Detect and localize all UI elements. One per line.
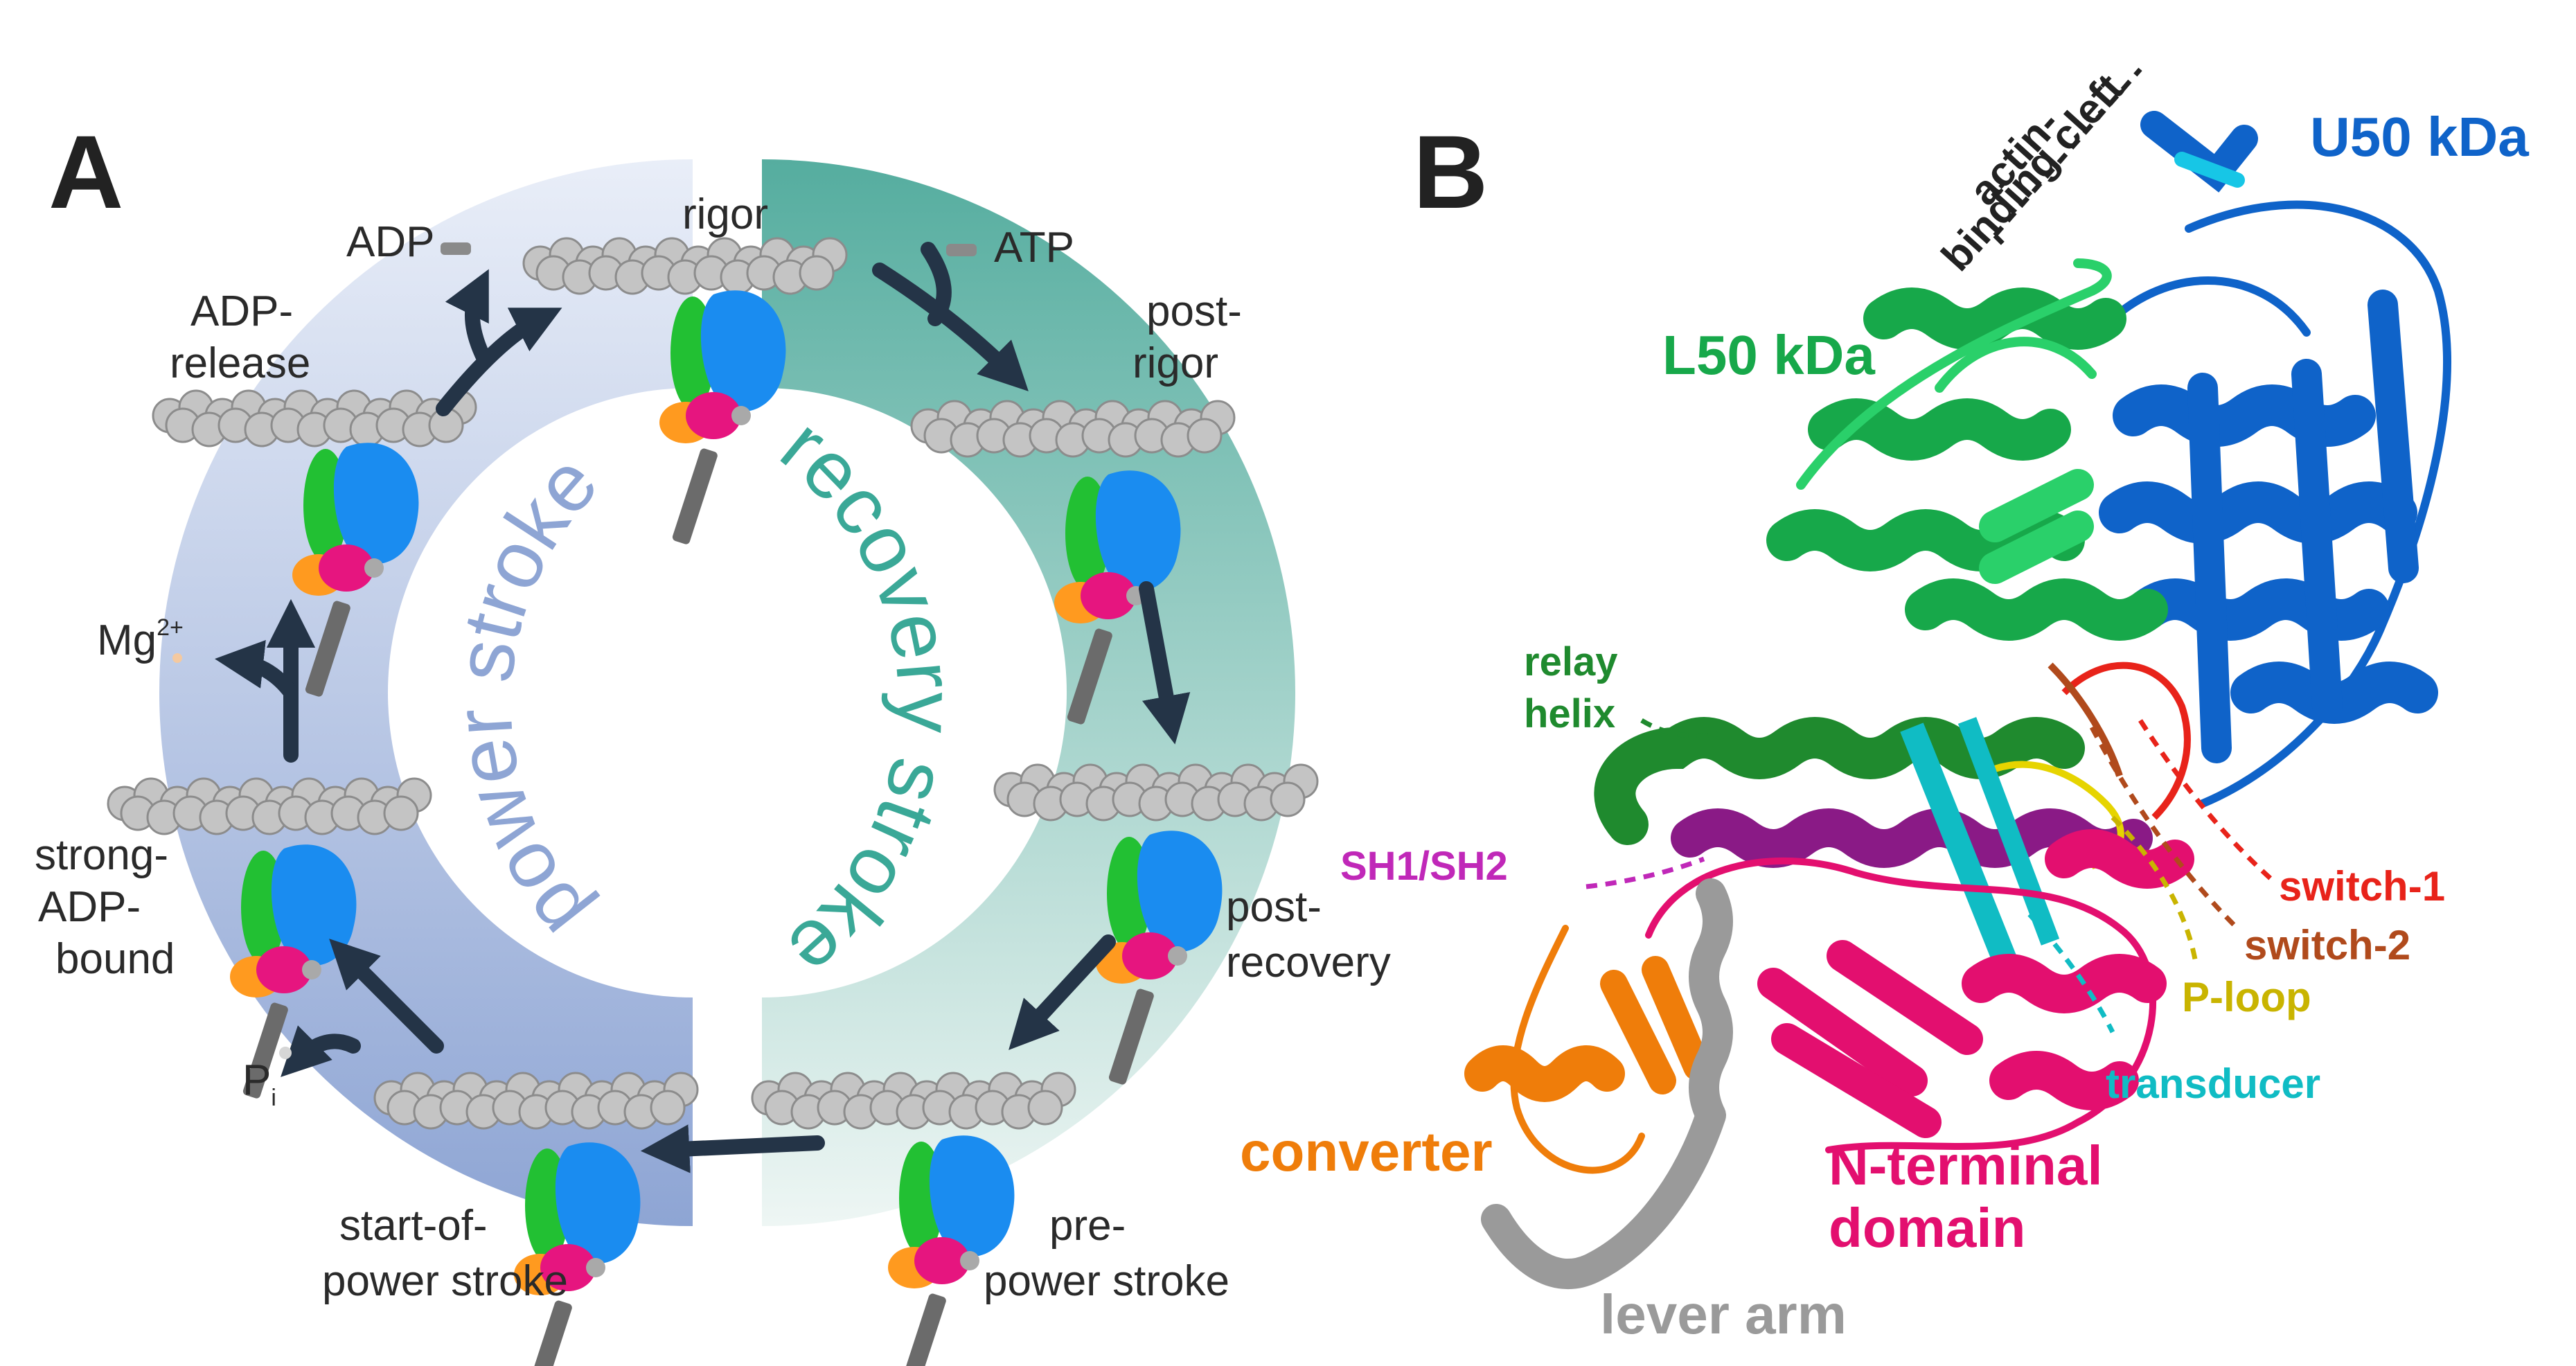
mg-label: Mg2+	[97, 614, 184, 664]
sh1sh2-leader	[1585, 856, 1705, 889]
myosin-head-pre-power-stroke	[888, 1135, 1015, 1366]
state-post-rigor-line1: post-	[1146, 287, 1242, 335]
arrow-adp-release-to-rigor	[436, 308, 562, 416]
lever-arm-structure	[1481, 878, 1733, 1290]
ploop-label: P-loop	[2182, 974, 2311, 1020]
transducer-strands	[1900, 722, 2020, 975]
switch1-leader	[2138, 719, 2274, 882]
switch2-loop	[2048, 662, 2123, 777]
transducer-label: transducer	[2106, 1061, 2320, 1107]
recovery-stroke-label: recovery stroke	[765, 400, 972, 996]
adp-label: ADP	[346, 218, 434, 266]
state-start-power-line2: power stroke	[322, 1257, 568, 1305]
relay-leader	[1640, 718, 1718, 738]
state-strong-adp-line1: strong-	[35, 831, 168, 879]
sh1-sh2-helix	[1671, 808, 2153, 868]
n-terminal-label-line2: domain	[1829, 1197, 2025, 1259]
cycle-arrows	[215, 242, 1191, 1173]
arrow-post-recovery-to-pre-power	[1009, 934, 1116, 1050]
power-stroke-label: power stroke	[438, 438, 616, 956]
n-terminal-domain-structure	[1645, 829, 2194, 1153]
actin-filament	[107, 777, 432, 835]
atp-label: ATP	[994, 224, 1074, 272]
state-adp-release-line1: ADP-	[190, 287, 293, 335]
panel-a-letter: A	[48, 114, 123, 230]
lever-arm-label: lever arm	[1600, 1284, 1847, 1345]
transducer-leader	[2027, 912, 2115, 1034]
actin-filament	[993, 763, 1319, 822]
state-rigor: rigor	[682, 190, 768, 238]
state-strong-adp-line3: bound	[55, 935, 175, 983]
state-adp-release-line2: release	[170, 339, 310, 387]
myosin-head-start-of-power-stroke	[514, 1142, 641, 1366]
mg-marker	[172, 653, 182, 663]
state-post-rigor-line2: rigor	[1132, 339, 1218, 387]
pi-marker	[279, 1047, 292, 1059]
relay-label-line2: helix	[1524, 691, 1615, 736]
actin-filament	[152, 389, 477, 447]
pi-branch-arrow	[281, 1025, 361, 1077]
atp-branch	[921, 242, 952, 326]
actin-filament	[751, 1072, 1076, 1130]
panel-a: A power stroke recovery stroke	[35, 114, 1391, 1366]
relay-label-line1: relay	[1524, 639, 1617, 684]
actin-filament	[522, 237, 848, 295]
switch1-label: switch-1	[2279, 863, 2445, 910]
arrow-rigor-to-post-rigor	[872, 263, 1029, 391]
converter-structure	[1464, 925, 1711, 1174]
n-terminal-label-line1: N-terminal	[1829, 1135, 2103, 1196]
switch2-label: switch-2	[2244, 922, 2410, 968]
state-post-recovery-line2: recovery	[1226, 939, 1391, 986]
u50-domain-structure	[2095, 111, 2451, 808]
mg-branch-arrow	[215, 639, 299, 700]
ploop-leader	[2111, 815, 2199, 964]
actin-cleft-leader	[1993, 67, 2142, 248]
switch1-loop	[2061, 662, 2191, 820]
state-post-recovery-line1: post-	[1226, 883, 1322, 931]
l50-label: L50 kDa	[1662, 324, 1875, 386]
arrow-post-rigor-to-post-recovery	[1139, 581, 1191, 745]
adp-branch-arrow	[445, 269, 492, 368]
adp-marker	[441, 242, 471, 255]
state-pre-power-line2: power stroke	[984, 1257, 1229, 1305]
converter-label: converter	[1240, 1121, 1493, 1182]
panel-b-letter: B	[1413, 114, 1488, 230]
atp-marker	[946, 244, 977, 256]
pi-label: Pi	[242, 1056, 276, 1111]
myosin-head-rigor	[659, 290, 786, 546]
state-pre-power-line1: pre-	[1049, 1202, 1126, 1250]
state-strong-adp-line2: ADP-	[38, 883, 141, 931]
actin-filament	[910, 400, 1236, 458]
switch2-leader	[2089, 726, 2239, 930]
actin-cleft-label-line2: binding cleft	[1933, 65, 2132, 280]
state-start-power-line1: start-of-	[339, 1202, 488, 1250]
panel-b: B	[1240, 65, 2529, 1345]
sh1sh2-label: SH1/SH2	[1340, 844, 1508, 889]
arrow-start-power-to-strong-adp	[329, 939, 444, 1054]
u50-label: U50 kDa	[2310, 106, 2529, 168]
arrow-pre-power-to-start-power	[640, 1124, 825, 1173]
actin-filament	[373, 1072, 699, 1130]
